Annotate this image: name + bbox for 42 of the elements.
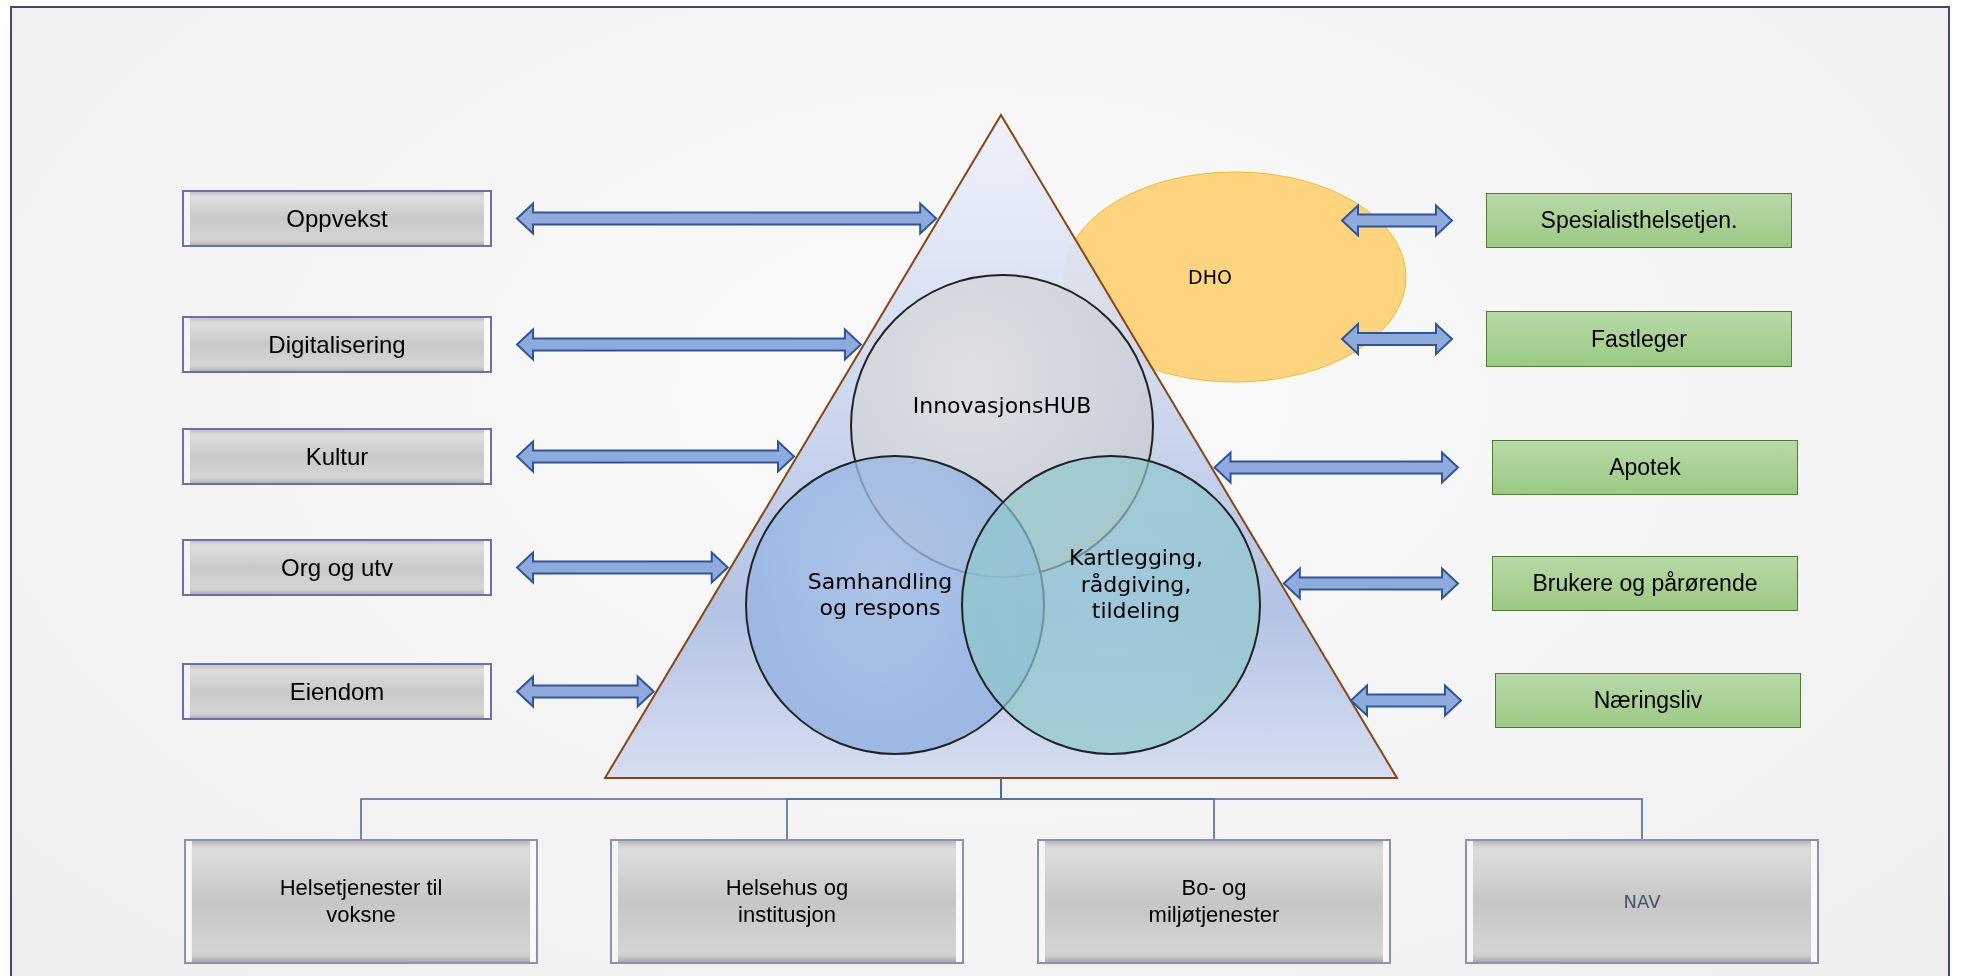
label-text: Oppvekst: [286, 204, 388, 233]
partner-box: [1495, 673, 1801, 728]
unit-box: [182, 539, 492, 596]
double-arrow: [515, 327, 863, 362]
partner-box: [1492, 556, 1798, 611]
partner-box: [1492, 440, 1798, 495]
unit-box: [182, 663, 492, 720]
double-arrow: [515, 201, 938, 236]
double-arrow: [515, 674, 656, 709]
label-text: Spesialisthelsetjen.: [1540, 207, 1738, 234]
label-text: Kultur: [305, 442, 369, 471]
label-text: Fastleger: [1591, 325, 1687, 353]
unit-box: [182, 190, 492, 247]
double-arrow: [1340, 321, 1454, 357]
service-box: [184, 839, 538, 964]
label-text: Helsehus og institusjon: [724, 875, 850, 928]
double-arrow: [1349, 683, 1463, 718]
label-text: Eiendom: [289, 677, 385, 706]
service-box: [1465, 839, 1819, 964]
partner-box: [1486, 311, 1792, 367]
label-text: Digitalisering: [268, 330, 406, 359]
label-text: InnovasjonsHUB: [912, 392, 1092, 420]
double-arrow: [1213, 450, 1460, 485]
label-text: Org og utv: [280, 553, 394, 582]
service-box: [610, 839, 964, 964]
label-text: Apotek: [1609, 454, 1681, 481]
unit-box: [182, 316, 492, 373]
service-box: [1037, 839, 1391, 964]
label-text: Næringsliv: [1593, 687, 1703, 714]
double-arrow: [515, 550, 730, 585]
label-text: Samhandling og respons: [806, 568, 954, 622]
partner-box: [1486, 193, 1792, 248]
label-text: Helsetjenester til voksne: [278, 875, 444, 928]
label-text: DHO: [1188, 266, 1232, 288]
unit-box: [182, 428, 492, 485]
double-arrow: [1340, 203, 1454, 238]
label-text: Brukere og pårørende: [1532, 570, 1758, 597]
label-text: Bo- og miljøtjenester: [1147, 875, 1281, 928]
double-arrow: [1282, 566, 1460, 601]
label-text: NAV: [1623, 890, 1661, 913]
double-arrow: [515, 439, 796, 474]
label-text: Kartlegging, rådgiving, tildeling: [1068, 545, 1204, 625]
